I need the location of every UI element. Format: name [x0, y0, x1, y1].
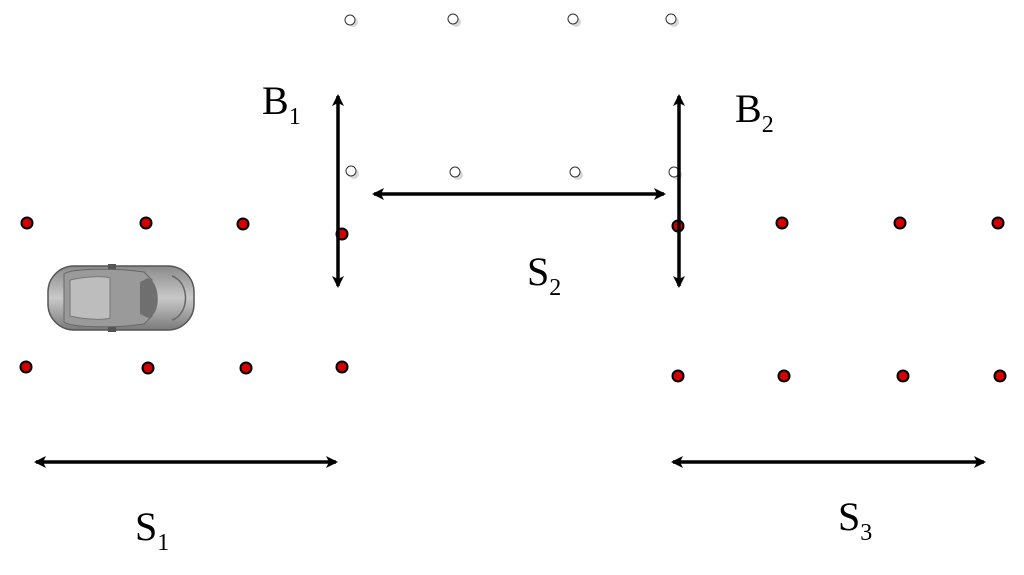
upper-top-marker-row — [344, 13, 679, 27]
red-marker — [141, 361, 155, 375]
red-marker — [777, 369, 791, 383]
right-top-marker-row — [671, 216, 1005, 233]
red-marker — [893, 216, 907, 230]
left-top-marker-row — [20, 216, 349, 241]
label-s1: S1 — [135, 504, 169, 556]
label-s3: S3 — [838, 494, 872, 546]
red-marker — [139, 216, 153, 230]
open-marker — [447, 13, 461, 27]
upper-bottom-marker-row — [345, 165, 682, 180]
red-marker — [239, 361, 253, 375]
red-marker — [896, 369, 910, 383]
open-marker — [567, 13, 581, 27]
right-bottom-marker-row — [671, 369, 1007, 383]
car-top-view-icon — [47, 264, 195, 332]
open-marker — [449, 166, 463, 180]
open-marker — [344, 14, 358, 27]
open-marker — [665, 13, 679, 27]
left-bottom-marker-row — [19, 360, 349, 375]
open-marker — [345, 165, 359, 179]
red-marker — [993, 369, 1007, 383]
red-marker — [775, 216, 789, 230]
label-s2: S2 — [527, 249, 561, 301]
label-b2: B2 — [735, 86, 774, 138]
red-marker — [20, 216, 34, 230]
label-b1: B1 — [262, 78, 301, 130]
open-marker — [569, 166, 583, 180]
red-marker — [236, 217, 250, 231]
red-marker — [19, 360, 33, 374]
red-marker — [335, 360, 349, 374]
red-marker — [671, 369, 685, 383]
red-marker — [991, 216, 1005, 230]
